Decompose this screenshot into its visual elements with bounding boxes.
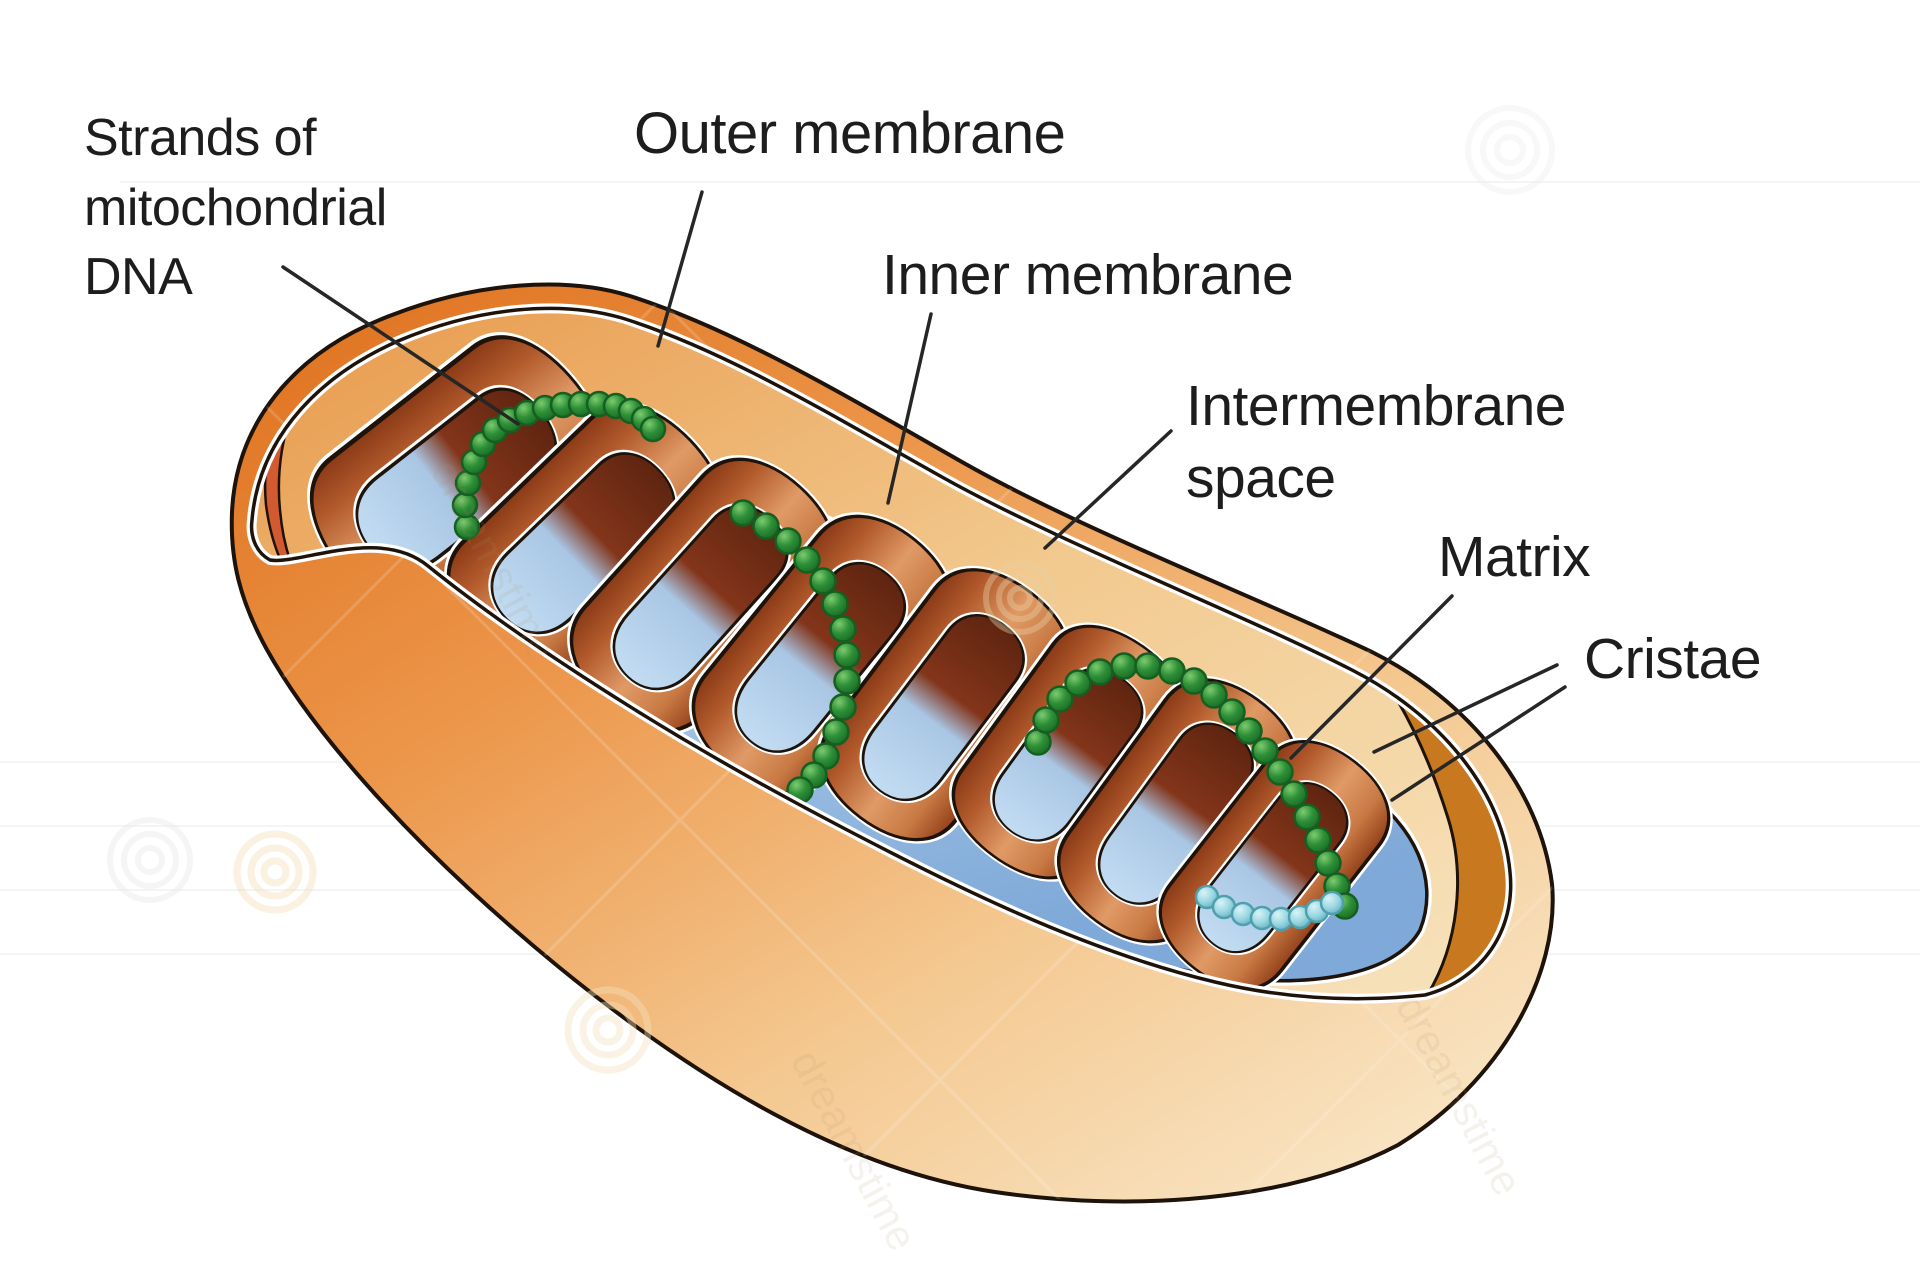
dna-strand-middle	[729, 499, 861, 804]
label-cristae: Cristae	[1584, 627, 1762, 691]
label-inner-membrane: Inner membrane	[882, 243, 1294, 307]
label-matrix: Matrix	[1438, 525, 1591, 589]
label-mitochondrial-dna: Strands of mitochondrial DNA	[84, 109, 387, 307]
leader-line-cristae-2	[1390, 685, 1567, 802]
leader-line-matrix	[1289, 594, 1454, 760]
watermark-spirals	[107, 105, 1555, 1074]
leader-line-inner-membrane	[886, 312, 933, 505]
bead-strand-cyan	[1194, 884, 1345, 932]
leader-line-intermembrane-space	[1043, 429, 1173, 550]
watermark-spiral-icon	[1465, 105, 1555, 195]
watermark-spiral-icon	[233, 830, 317, 914]
leader-line-cristae-1	[1372, 663, 1559, 754]
leader-lines	[281, 190, 1567, 802]
leader-line-outer-membrane	[656, 190, 704, 348]
dna-strand-right	[1024, 652, 1359, 920]
label-intermembrane-space: Intermembrane space	[1186, 374, 1567, 511]
watermark-spiral-icon	[564, 986, 652, 1074]
mitochondrial-dna-strands	[451, 390, 1359, 932]
watermark-spiral-icon	[983, 561, 1057, 635]
label-outer-membrane: Outer membrane	[634, 101, 1066, 166]
leader-line-dna	[281, 265, 520, 426]
watermark-spiral-icon	[107, 817, 193, 903]
